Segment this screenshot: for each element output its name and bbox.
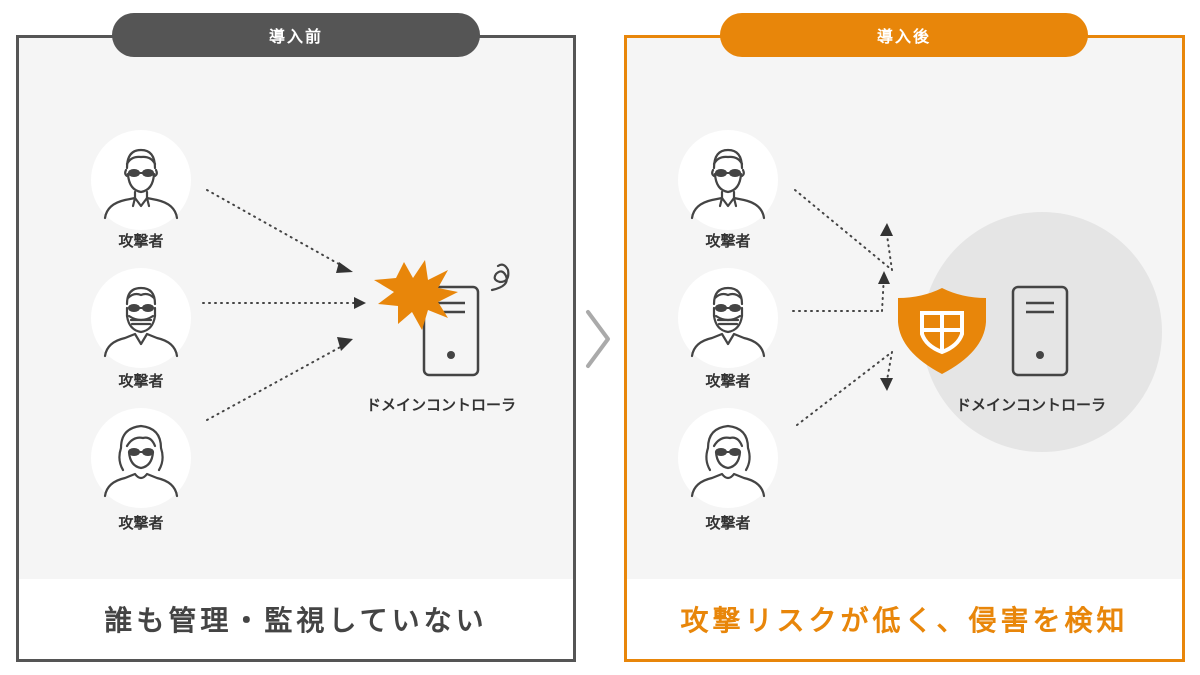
attacker-avatar-3 xyxy=(91,408,191,508)
sunglasses-man-icon xyxy=(103,148,179,220)
attacker-avatar-5 xyxy=(678,268,778,368)
after-controller-label: ドメインコントローラ xyxy=(956,396,1107,414)
after-caption: 攻撃リスクが低く、侵害を検知 xyxy=(627,579,1182,659)
before-badge: 導入前 xyxy=(112,13,480,57)
chevron-right-icon xyxy=(586,310,610,368)
sunglasses-woman-icon xyxy=(690,424,766,498)
attacker-avatar-2 xyxy=(91,268,191,368)
attacker-avatar-6 xyxy=(678,408,778,508)
attacker-label-6: 攻撃者 xyxy=(705,514,751,532)
before-controller-label: ドメインコントローラ xyxy=(366,396,517,414)
sunglasses-woman-icon xyxy=(103,424,179,498)
attacker-label-3: 攻撃者 xyxy=(118,514,164,532)
masked-man-icon xyxy=(103,286,179,358)
attacker-avatar-1 xyxy=(91,130,191,230)
masked-man-icon xyxy=(690,286,766,358)
before-caption: 誰も管理・監視していない xyxy=(19,579,573,659)
after-badge: 導入後 xyxy=(720,13,1088,57)
attacker-label-5: 攻撃者 xyxy=(705,372,751,390)
attacker-label-4: 攻撃者 xyxy=(705,232,751,250)
attacker-label-1: 攻撃者 xyxy=(118,232,164,250)
attacker-label-2: 攻撃者 xyxy=(118,372,164,390)
attacker-avatar-4 xyxy=(678,130,778,230)
sunglasses-man-icon xyxy=(690,148,766,220)
